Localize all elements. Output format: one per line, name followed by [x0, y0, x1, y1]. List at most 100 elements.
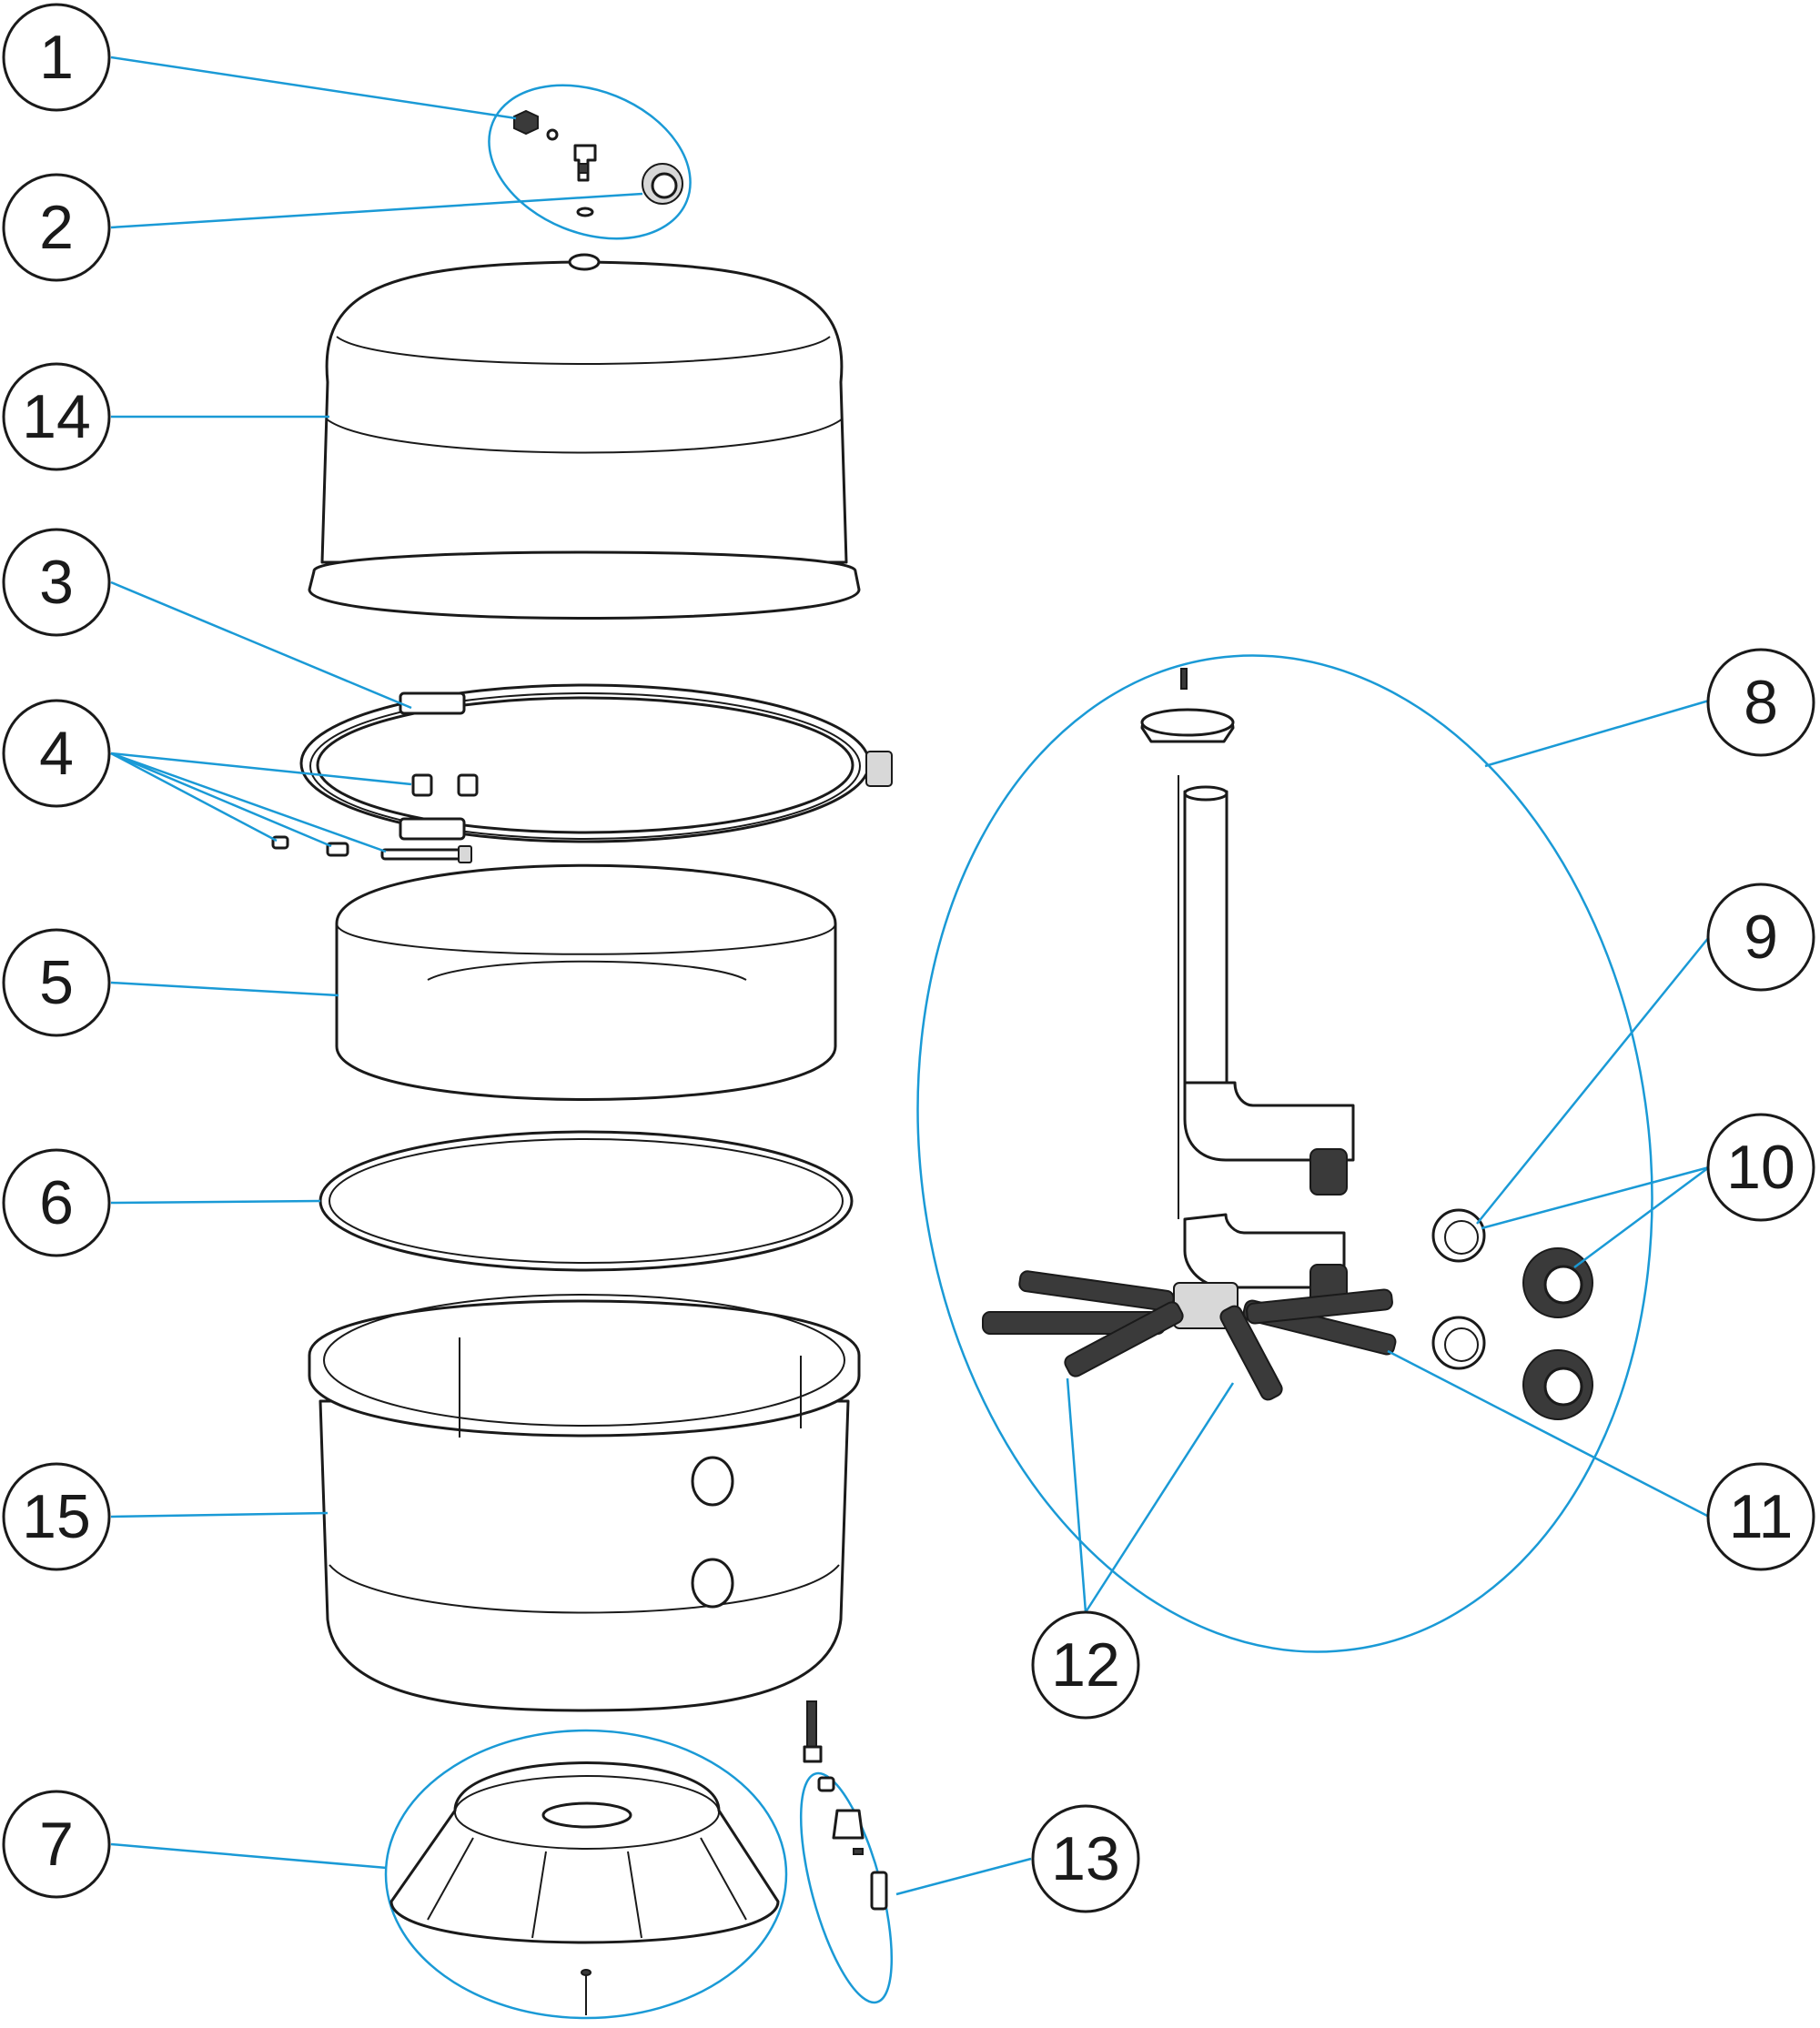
callout-9: 9: [1706, 883, 1815, 992]
callout-8-label: 8: [1744, 668, 1778, 737]
union-ring-lower-inner: [1444, 1327, 1479, 1362]
clamp-latch-top: [399, 691, 466, 715]
leader-4d: [110, 752, 387, 853]
drain-cap: [832, 1809, 864, 1840]
leader-12b: [1084, 1382, 1235, 1613]
pressure-gauge-face: [651, 172, 678, 199]
o-ring-outer: [318, 1130, 854, 1272]
leader-lines: [110, 55, 1710, 1896]
callout-1-label: 1: [39, 23, 74, 92]
leader-12a: [1066, 1377, 1087, 1613]
o-ring-inner: [329, 1138, 844, 1264]
callout-13: 13: [1031, 1804, 1140, 1913]
clamp-bolt-head: [458, 845, 472, 863]
sleeve-band-body: [335, 863, 837, 1101]
callout-4: 4: [2, 699, 111, 808]
callout-12: 12: [1031, 1610, 1140, 1720]
clamp-nut-left: [411, 773, 433, 797]
callout-8: 8: [1706, 648, 1815, 757]
callout-11: 11: [1706, 1462, 1815, 1571]
leader-10a: [1481, 1165, 1710, 1230]
leader-5: [110, 981, 339, 997]
clamp-pin-2: [326, 842, 349, 857]
leader-7: [110, 1842, 388, 1870]
callout-15: 15: [2, 1462, 111, 1571]
clamp-bolt-long: [380, 848, 468, 861]
lateral-6: [1246, 1288, 1393, 1325]
clamp-latch-bottom: [399, 817, 466, 841]
union-ring-upper-inner: [1444, 1220, 1479, 1255]
union-ring-upper: [1431, 1208, 1486, 1263]
callout-13-label: 13: [1051, 1824, 1120, 1893]
drain-valve: [870, 1871, 888, 1911]
leader-2: [110, 192, 643, 229]
leader-15: [110, 1511, 329, 1518]
drain-fittings-group: [799, 1700, 894, 2004]
leader-1: [110, 55, 517, 120]
callout-11-label: 11: [1729, 1482, 1794, 1551]
lateral-assembly-group: [916, 654, 1653, 1653]
leader-8: [1484, 699, 1710, 768]
clamp-ring: [271, 683, 893, 863]
top-diffuser-cap: [1140, 708, 1235, 737]
tank-body: [308, 1294, 861, 1712]
lateral-4: [1219, 1305, 1283, 1401]
leader-4a: [110, 752, 412, 786]
callout-6: 6: [2, 1148, 111, 1257]
callout-10-label: 10: [1726, 1133, 1795, 1202]
o-ring: [318, 1130, 854, 1272]
clamp-nut-right: [457, 773, 479, 797]
dome-lid-top-curve: [336, 336, 831, 365]
callout-6-label: 6: [39, 1168, 74, 1237]
callout-10: 10: [1706, 1113, 1815, 1222]
leader-9: [1476, 936, 1710, 1225]
dome-lid-body: [320, 260, 848, 564]
central-pipe-top: [1183, 785, 1228, 802]
sleeve-band-inner-rim: [427, 960, 747, 981]
tank-body-rim: [308, 1299, 861, 1438]
union-nut-lower-inner: [1543, 1367, 1583, 1407]
leader-3: [110, 580, 412, 710]
base-stand-rib-4: [700, 1837, 747, 1921]
callout-14-label: 14: [22, 382, 91, 451]
tank-port-lower: [691, 1558, 734, 1609]
leader-10b: [1573, 1165, 1710, 1269]
drain-bolt: [806, 1700, 817, 1748]
top-fittings-group: [488, 84, 692, 240]
lateral-3: [1064, 1301, 1184, 1377]
callout-7-label: 7: [39, 1810, 74, 1879]
drain-nut: [803, 1745, 823, 1763]
clamp-ring-groove: [309, 692, 861, 840]
callout-2: 2: [2, 173, 111, 282]
base-stand-rib-1: [427, 1837, 474, 1921]
callout-15-label: 15: [22, 1482, 91, 1551]
leader-6: [110, 1199, 321, 1205]
base-screw-head: [581, 1969, 592, 1976]
callout-12-label: 12: [1051, 1630, 1120, 1700]
lateral-assembly-ellipse: [916, 654, 1653, 1653]
dome-lid-mid-band: [325, 418, 844, 454]
small-washer: [546, 128, 559, 141]
callout-7: 7: [2, 1790, 111, 1899]
callout-1: 1: [2, 3, 111, 112]
callout-5: 5: [2, 928, 111, 1037]
gauge-gasket: [576, 207, 594, 217]
tank-port-upper: [691, 1456, 734, 1507]
callout-5-label: 5: [39, 948, 74, 1017]
upper-pipe-end: [1309, 1148, 1348, 1196]
base-stand-group: [384, 1729, 788, 2020]
union-ring-lower: [1431, 1316, 1486, 1370]
lateral-1: [1018, 1270, 1175, 1312]
tank-body-shell: [318, 1399, 850, 1712]
callout-3: 3: [2, 528, 111, 637]
tank-body-rim-inner: [323, 1294, 845, 1427]
base-stand-ellipse: [384, 1729, 788, 2020]
sleeve-band-top-back: [336, 923, 836, 955]
base-stand-body: [389, 1761, 780, 1944]
drain-seal: [853, 1848, 864, 1855]
callout-14: 14: [2, 362, 111, 471]
clamp-hinge-right: [865, 751, 893, 787]
hex-nut: [513, 109, 539, 136]
drain-washer: [817, 1776, 835, 1792]
